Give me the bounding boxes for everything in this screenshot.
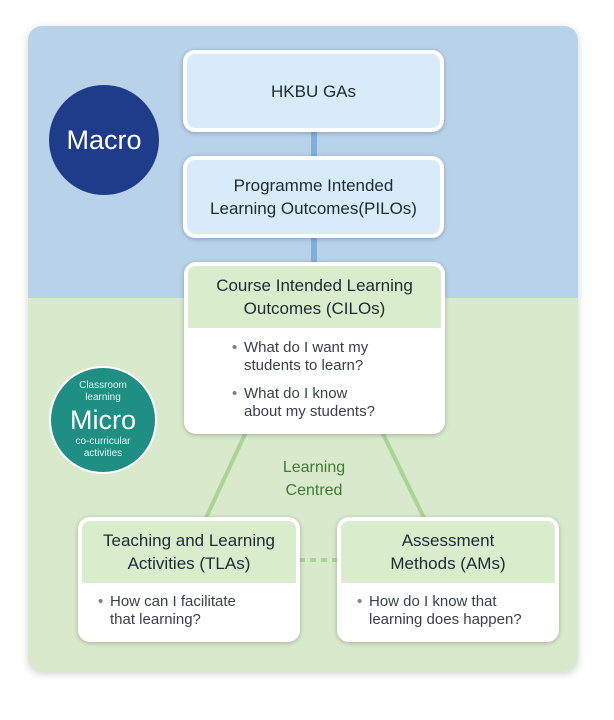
tla-box: Teaching and Learning Activities (TLAs) … bbox=[78, 517, 300, 642]
am-q1-line2: learning does happen? bbox=[369, 611, 522, 628]
cilo-q2-line2: about my students? bbox=[244, 403, 375, 420]
learning-centred-label: Learning Centred bbox=[264, 456, 364, 502]
learning-centred-line1: Learning bbox=[282, 459, 346, 476]
am-questions: • How do I know that learning does happe… bbox=[341, 583, 555, 629]
list-item: • How do I know that learning does happe… bbox=[355, 593, 555, 629]
am-q1-line1: How do I know that bbox=[369, 593, 497, 610]
cilo-box: Course Intended Learning Outcomes (CILOs… bbox=[184, 262, 445, 434]
learning-centred-line2: Centred bbox=[285, 482, 343, 499]
cilo-q1-line1: What do I want my bbox=[244, 339, 369, 356]
connector-pilo-cilo bbox=[311, 236, 317, 264]
micro-top-label: Classroom learning bbox=[79, 380, 127, 403]
tla-title-line2: Activities (TLAs) bbox=[127, 554, 251, 573]
tla-questions: • How can I facilitate that learning? bbox=[82, 583, 296, 629]
list-item: • What do I know about my students? bbox=[230, 385, 441, 421]
cilo-title: Course Intended Learning Outcomes (CILOs… bbox=[188, 266, 441, 328]
macro-label: Macro bbox=[66, 124, 142, 155]
micro-bottom-label: co-curricular activities bbox=[75, 436, 131, 459]
micro-circle: Classroom learning Micro co-curricular a… bbox=[49, 366, 157, 474]
bullet-icon: • bbox=[232, 339, 238, 356]
tla-title-line1: Teaching and Learning bbox=[102, 531, 276, 550]
connector-cilo-am bbox=[380, 431, 427, 521]
am-title-line2: Methods (AMs) bbox=[390, 554, 506, 573]
cilo-q2-line1: What do I know bbox=[244, 385, 348, 402]
tla-title: Teaching and Learning Activities (TLAs) bbox=[82, 521, 296, 583]
bullet-icon: • bbox=[357, 593, 363, 610]
cilo-questions: • What do I want my students to learn? •… bbox=[188, 328, 441, 421]
list-item: • What do I want my students to learn? bbox=[230, 339, 441, 375]
am-box: Assessment Methods (AMs) • How do I know… bbox=[337, 517, 559, 642]
hkbu-gas-label: HKBU GAs bbox=[270, 81, 357, 101]
connector-cilo-tla bbox=[203, 431, 248, 521]
tla-q1-line2: that learning? bbox=[110, 611, 201, 628]
pilo-label-line2: Learning Outcomes(PILOs) bbox=[210, 199, 417, 218]
pilo-label-line1: Programme Intended bbox=[233, 176, 394, 195]
cilo-title-line2: Outcomes (CILOs) bbox=[243, 299, 386, 318]
cilo-title-line1: Course Intended Learning bbox=[216, 276, 413, 295]
connector-hkbu-pilo bbox=[311, 130, 317, 160]
pilo-box: Programme Intended Learning Outcomes(PIL… bbox=[183, 156, 444, 238]
list-item: • How can I facilitate that learning? bbox=[96, 593, 296, 629]
am-title: Assessment Methods (AMs) bbox=[341, 521, 555, 583]
am-title-line1: Assessment bbox=[401, 531, 495, 550]
bullet-icon: • bbox=[98, 593, 104, 610]
hkbu-gas-box: HKBU GAs bbox=[183, 50, 444, 132]
bullet-icon: • bbox=[232, 385, 238, 402]
tla-q1-line1: How can I facilitate bbox=[110, 593, 236, 610]
micro-label: Micro bbox=[70, 405, 136, 435]
cilo-q1-line2: students to learn? bbox=[244, 357, 364, 374]
macro-circle: Macro bbox=[49, 85, 159, 195]
